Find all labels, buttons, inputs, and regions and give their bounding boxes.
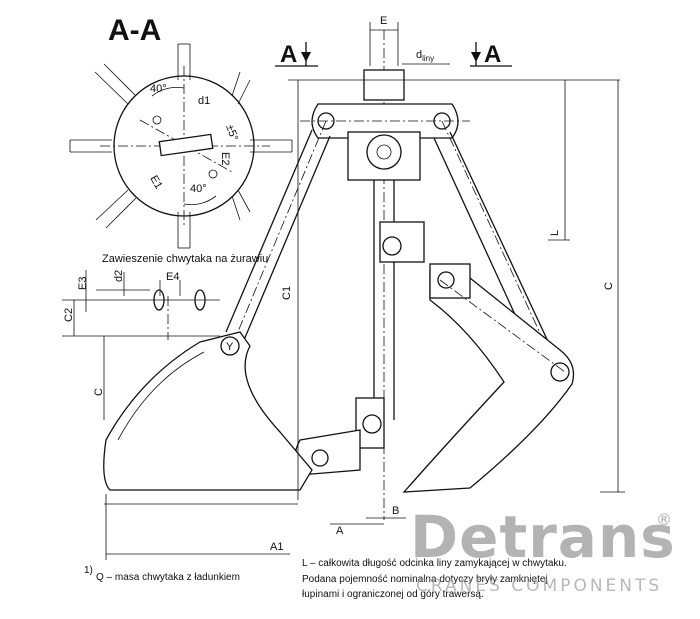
top-view: 40° 40° d1 ±5° E2 E1	[69, 43, 293, 249]
c-left-label: C	[93, 388, 105, 396]
section-title: A-A	[108, 14, 161, 47]
svg-text:A: A	[484, 41, 501, 68]
angle-top-label: 40°	[150, 83, 167, 95]
dim-e-label: E	[380, 15, 387, 27]
section-marker-left: A	[275, 41, 318, 68]
c-label: C	[603, 282, 615, 290]
footnote-mark: 1)	[84, 565, 93, 576]
dim-a-label: A	[336, 525, 344, 537]
legend-line-2: Podana pojemność nominalna dotyczy bryły…	[302, 574, 548, 585]
logo-tagline: CRANES COMPONENTS	[416, 576, 663, 596]
dim-dliny-label: dliny	[416, 49, 434, 63]
l-label: L	[549, 230, 561, 236]
upper-traverse	[300, 69, 470, 181]
dim-b-label: B	[392, 505, 399, 517]
svg-text:A: A	[280, 41, 297, 68]
suspension-caption: Zawieszenie chwytaka na żurawiu	[102, 253, 268, 265]
e1-label: E1	[147, 174, 164, 192]
logo-wordmark: Detrans	[410, 503, 676, 571]
left-jaw: Y	[103, 331, 313, 491]
detrans-logo: Detrans ® CRANES COMPONENTS	[404, 506, 694, 606]
c1-label: C1	[281, 286, 293, 300]
bottom-dimensions: A B A1	[104, 494, 406, 560]
e2-label: E2	[219, 152, 231, 165]
d2-label: d2	[113, 270, 125, 282]
central-column	[294, 180, 425, 476]
left-arm	[225, 120, 331, 347]
e3-label: E3	[77, 277, 89, 290]
section-marker-right: A	[470, 41, 512, 68]
vertical-dimensions: C1 L C	[281, 79, 625, 500]
c2-label: C2	[63, 308, 75, 322]
right-jaw	[402, 263, 575, 493]
legend-line-3: łupinami i ograniczonej od góry trawersą…	[302, 589, 484, 600]
angle-bottom-label: 40°	[190, 183, 207, 195]
suspension-detail: Zawieszenie chwytaka na żurawiu E3 d2 E4…	[62, 253, 268, 420]
e4-label: E4	[166, 271, 179, 283]
registered-mark: ®	[656, 510, 672, 529]
legend-l: L – całkowita długość odcinka liny zamyk…	[302, 558, 567, 569]
footnote: Q – masa chwytaka z ładunkiem	[96, 572, 240, 583]
five-deg-label: ±5°	[223, 123, 240, 143]
d1-label: d1	[198, 95, 210, 107]
svg-text:Y: Y	[226, 341, 234, 353]
notes: 1) Q – masa chwytaka z ładunkiem L – cał…	[84, 558, 567, 600]
dim-a1-label: A1	[270, 541, 283, 553]
